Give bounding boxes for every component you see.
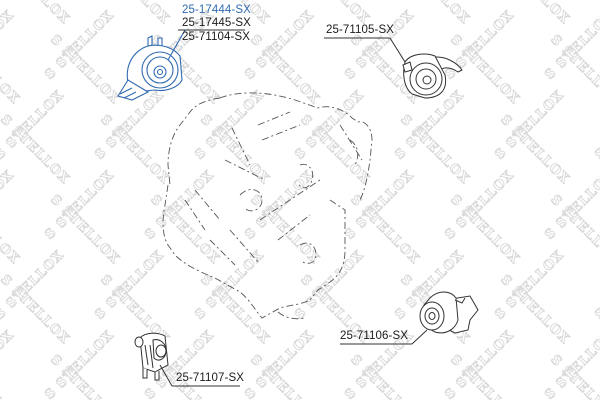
part-label-25-17444-SX[interactable]: 25-17444-SX xyxy=(182,4,251,16)
svg-text:S STELLOX: S STELLOX xyxy=(0,168,17,243)
part-label-25-71107-SX[interactable]: 25-71107-SX xyxy=(176,372,245,384)
svg-text:S STELLOX: S STELLOX xyxy=(0,328,17,400)
svg-text:S STELLOX: S STELLOX xyxy=(0,192,22,267)
leader-lines xyxy=(172,29,412,387)
svg-text:S STELLOX: S STELLOX xyxy=(0,8,17,83)
part-label-25-17445-SX[interactable]: 25-17445-SX xyxy=(182,17,251,29)
svg-text:S STELLOX: S STELLOX xyxy=(0,352,22,400)
front-mount-drawing xyxy=(117,29,186,101)
svg-text:S STELLOX: S STELLOX xyxy=(592,88,600,163)
svg-text:S STELLOX: S STELLOX xyxy=(592,248,600,323)
right-mount-drawing xyxy=(389,37,463,99)
part-label-25-71105-SX[interactable]: 25-71105-SX xyxy=(326,24,395,36)
left-mount-drawing xyxy=(411,291,479,345)
part-label-25-71106-SX[interactable]: 25-71106-SX xyxy=(340,330,409,342)
rear-mount-drawing xyxy=(134,332,173,387)
part-label-25-71104-SX[interactable]: 25-71104-SX xyxy=(182,31,251,43)
svg-text:S STELLOX: S STELLOX xyxy=(0,32,22,107)
svg-text:S STELLOX: S STELLOX xyxy=(592,0,600,3)
engine-drawing xyxy=(162,92,373,320)
